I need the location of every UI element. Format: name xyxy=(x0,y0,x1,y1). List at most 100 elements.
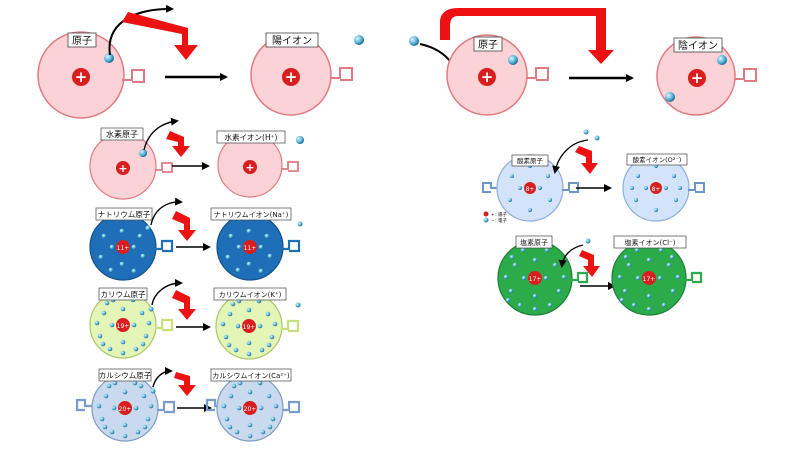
svg-text:カルシウムイオン(Ca²⁺): カルシウムイオン(Ca²⁺) xyxy=(212,372,289,380)
chlorine-ion: 17+ xyxy=(611,240,703,316)
potassium-ion: 19+ xyxy=(215,292,300,360)
incoming-electron xyxy=(409,36,419,46)
potassium-free-electron xyxy=(295,302,301,308)
big-atom-left: + xyxy=(37,31,145,119)
potassium-atom: 19+ xyxy=(89,291,174,359)
svg-text:8+: 8+ xyxy=(526,186,535,193)
svg-text:水素原子: 水素原子 xyxy=(106,129,138,139)
sodium-atom-label: ナトリウム原子 xyxy=(95,207,153,221)
svg-text:17+: 17+ xyxy=(643,276,656,283)
sodium-atom: 11+ xyxy=(89,213,174,281)
free-electron xyxy=(354,35,364,45)
oxygen-incoming-electron-1 xyxy=(583,129,589,135)
svg-text:水素イオン(H⁺): 水素イオン(H⁺) xyxy=(225,132,278,142)
svg-text:11+: 11+ xyxy=(117,245,130,252)
chlorine-ion-electrons xyxy=(617,247,681,312)
svg-text:酸素イオン(O²⁻): 酸素イオン(O²⁻) xyxy=(633,155,682,164)
svg-text:陽子: 陽子 xyxy=(498,211,507,218)
svg-text:+: + xyxy=(245,161,254,174)
potassium-electron-arrow xyxy=(151,279,183,306)
calcium-ion: 20+ xyxy=(205,374,301,442)
potassium-red-arrow xyxy=(172,290,196,320)
svg-text:+：: +： xyxy=(491,212,499,218)
sodium-free-electron xyxy=(297,221,303,227)
potassium-ion-label: カリウムイオン(K⁺) xyxy=(213,287,287,301)
oxygen-electron-arrow xyxy=(552,139,589,174)
svg-text:+: + xyxy=(285,68,298,86)
hydrogen-ion-label: 水素イオン(H⁺) xyxy=(216,130,286,144)
sodium-ion: 11+ xyxy=(216,213,301,281)
big-atom-right-label: 原子 xyxy=(473,36,503,52)
hydrogen-free-electron xyxy=(296,136,304,144)
svg-text:原子: 原子 xyxy=(478,39,498,51)
svg-text:電子: 電子 xyxy=(498,217,507,224)
calcium-ion-electrons xyxy=(221,380,279,439)
oxygen-ion: 8+ xyxy=(622,154,705,222)
svg-text:+: + xyxy=(118,162,127,175)
svg-text:塩素原子: 塩素原子 xyxy=(520,238,548,247)
svg-text:カルシウム原子: カルシウム原子 xyxy=(99,371,152,380)
svg-text:+: + xyxy=(481,68,494,86)
oxygen-legend: +： 陽子 −： 電子 xyxy=(483,211,507,224)
big-atom-left-label: 原子 xyxy=(67,32,97,48)
svg-text:陰イオン: 陰イオン xyxy=(678,39,718,52)
svg-text:+: + xyxy=(75,68,88,86)
calcium-atom-label: カルシウム原子 xyxy=(98,368,152,382)
calcium-atom: 20+ xyxy=(75,374,176,442)
potassium-atom-electrons xyxy=(94,297,154,356)
svg-text:19+: 19+ xyxy=(243,324,256,331)
sodium-ion-electrons xyxy=(225,228,273,274)
oxygen-ion-label: 酸素イオン(O²⁻) xyxy=(626,153,688,166)
svg-text:−：: −： xyxy=(491,219,499,224)
svg-text:ナトリウム原子: ナトリウム原子 xyxy=(98,210,151,219)
potassium-atom-label: カリウム原子 xyxy=(98,287,148,301)
svg-text:ナトリウムイオン(Na⁺): ナトリウムイオン(Na⁺) xyxy=(214,211,289,219)
svg-text:カリウムイオン(K⁺): カリウムイオン(K⁺) xyxy=(219,291,282,299)
calcium-electron-arrow xyxy=(152,367,173,388)
hydrogen-electron-arrow xyxy=(143,117,179,151)
chlorine-electron-arrow xyxy=(558,244,584,268)
red-energy-arrow-left xyxy=(122,12,198,60)
calcium-red-arrow xyxy=(174,372,196,396)
hydrogen-red-arrow xyxy=(166,131,190,157)
chlorine-ion-label: 塩素イオン(Cl⁻) xyxy=(613,235,687,249)
oxygen-atom-electrons xyxy=(508,164,552,212)
hydrogen-ion: + xyxy=(217,132,299,198)
hydrogen-atom: + xyxy=(89,132,173,200)
chlorine-atom-electrons xyxy=(503,247,567,312)
sodium-atom-electrons xyxy=(98,225,151,274)
svg-text:8+: 8+ xyxy=(652,186,661,193)
big-anion-label: 陰イオン xyxy=(673,37,723,53)
hydrogen-atom-label: 水素原子 xyxy=(100,127,144,141)
potassium-ion-electrons xyxy=(220,298,278,357)
oxygen-atom-label: 酸素原子 xyxy=(511,154,549,167)
svg-text:原子: 原子 xyxy=(72,35,92,47)
sodium-red-arrow xyxy=(172,211,196,241)
chlorine-atom-label: 塩素原子 xyxy=(515,235,553,249)
chlorine-incoming-electron xyxy=(585,238,591,244)
svg-text:19+: 19+ xyxy=(117,323,130,330)
oxygen-incoming-electron-2 xyxy=(594,135,600,141)
sodium-ion-label: ナトリウムイオン(Na⁺) xyxy=(210,207,292,221)
svg-text:酸素原子: 酸素原子 xyxy=(517,156,544,165)
calcium-atom-electrons xyxy=(96,380,156,439)
big-atom-right: + xyxy=(446,34,549,116)
calcium-ion-label: カルシウムイオン(Ca²⁺) xyxy=(210,368,292,382)
red-energy-arrow-right xyxy=(440,8,614,64)
svg-text:+: + xyxy=(691,69,704,87)
oxygen-red-arrow xyxy=(575,146,598,174)
svg-text:カリウム原子: カリウム原子 xyxy=(101,290,146,299)
big-anion: + xyxy=(656,36,757,116)
svg-text:塩素イオン(Cl⁻): 塩素イオン(Cl⁻) xyxy=(625,238,676,247)
chlorine-atom: 17+ xyxy=(497,240,589,316)
svg-text:陽イオン: 陽イオン xyxy=(272,35,312,47)
chlorine-red-arrow xyxy=(579,250,600,277)
big-cation-label: 陽イオン xyxy=(265,32,319,48)
svg-text:20+: 20+ xyxy=(244,406,257,413)
svg-text:11+: 11+ xyxy=(244,245,257,252)
oxygen-atom: 8+ xyxy=(482,154,579,222)
svg-text:17+: 17+ xyxy=(529,276,542,283)
svg-text:20+: 20+ xyxy=(119,406,132,413)
sodium-electron-arrow xyxy=(150,197,183,226)
